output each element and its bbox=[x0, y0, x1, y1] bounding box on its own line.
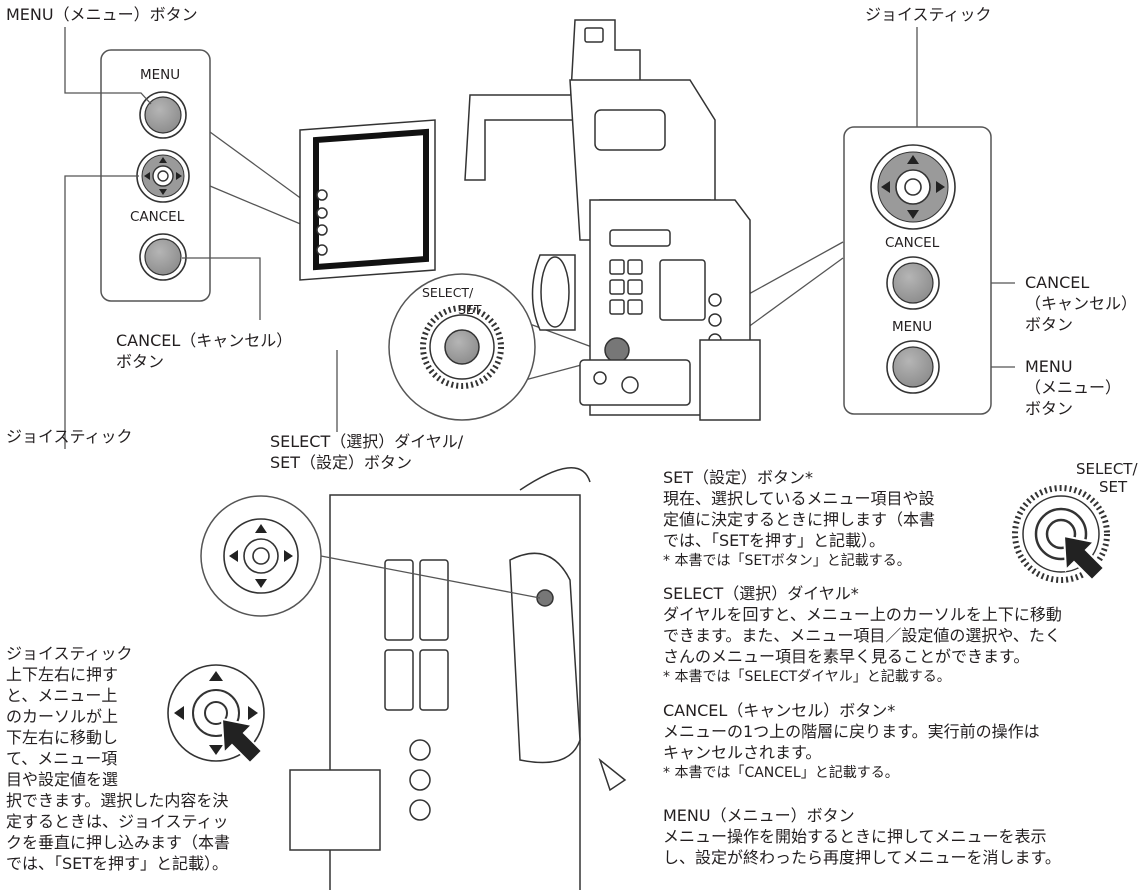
section-select-line: ダイヤルを回すと、メニュー上のカーソルを上下に移動 bbox=[663, 605, 1062, 624]
small-dial-label-2: SET bbox=[1099, 478, 1128, 496]
label-menu-right-3: ボタン bbox=[1025, 399, 1074, 418]
section-set-title: SET（設定）ボタン* bbox=[663, 468, 814, 487]
label-select-set-1: SELECT（選択）ダイヤル/ bbox=[270, 432, 464, 451]
section-select-line: さんのメニュー項目を素早く見ることができます。 bbox=[663, 647, 1030, 666]
section-menu: MENU（メニュー）ボタン メニュー操作を開始するときに押してメニューを表示 し… bbox=[663, 805, 1061, 868]
section-joystick-line: ジョイスティック bbox=[6, 644, 133, 663]
section-joystick: ジョイスティック 上下左右に押す と、メニュー上 のカーソルが上 下左右に移動し… bbox=[6, 643, 230, 874]
label-joystick-left: ジョイスティック bbox=[6, 427, 133, 446]
menu-button-left[interactable] bbox=[139, 91, 187, 139]
section-set-line: では、「SETを押す」と記載）。 bbox=[663, 531, 886, 550]
section-joystick-line: 目や設定値を選 bbox=[6, 770, 119, 789]
section-set-note: * 本書では「SETボタン」と記載する。 bbox=[663, 553, 911, 569]
section-cancel: CANCEL（キャンセル）ボタン* メニューの1つ上の階層に戻ります。実行前の操… bbox=[663, 700, 1040, 784]
panel-left-cancel-label: CANCEL bbox=[130, 209, 185, 225]
label-cancel-right-3: ボタン bbox=[1025, 315, 1074, 334]
joystick-inset bbox=[200, 495, 541, 617]
section-cancel-line: キャンセルされます。 bbox=[663, 743, 822, 762]
dial-label-select: SELECT/ bbox=[422, 285, 474, 300]
select-dial-inset bbox=[388, 273, 536, 421]
left-button-panel bbox=[100, 49, 211, 302]
label-joystick-top: ジョイスティック bbox=[865, 5, 992, 24]
menu-button-right[interactable] bbox=[886, 340, 940, 394]
section-menu-title: MENU（メニュー）ボタン bbox=[663, 806, 855, 825]
label-menu-right-2: （メニュー） bbox=[1025, 378, 1122, 397]
section-joystick-line: て、メニュー項 bbox=[6, 749, 118, 768]
section-joystick-line: 択できます。選択した内容を決 bbox=[6, 791, 229, 810]
label-cancel-left: CANCEL（キャンセル） bbox=[116, 331, 293, 350]
section-joystick-line: と、メニュー上 bbox=[6, 686, 118, 705]
section-set-line: 定値に決定するときに押します（本書 bbox=[663, 510, 936, 529]
dial-label-set: SET bbox=[458, 302, 482, 317]
section-select-title: SELECT（選択）ダイヤル* bbox=[663, 584, 859, 603]
leader-lines bbox=[64, 27, 1015, 449]
joystick-left[interactable] bbox=[136, 149, 190, 203]
label-cancel-right-1: CANCEL bbox=[1025, 273, 1090, 292]
cancel-button-right[interactable] bbox=[886, 256, 940, 310]
camera-illustration bbox=[299, 19, 761, 421]
section-joystick-line: クを垂直に押し込みます（本書 bbox=[6, 833, 231, 852]
select-dial-small bbox=[1012, 485, 1110, 583]
pointer-hand-icon bbox=[220, 717, 264, 765]
panel-right-cancel-label: CANCEL bbox=[885, 235, 940, 251]
section-select-note: * 本書では「SELECTダイヤル」と記載する。 bbox=[663, 669, 951, 685]
section-select-line: できます。また、メニュー項目／設定値の選択や、たく bbox=[663, 626, 1061, 645]
section-set: SET（設定）ボタン* 現在、選択しているメニュー項目や設 定値に決定するときに… bbox=[663, 467, 935, 572]
section-set-line: 現在、選択しているメニュー項目や設 bbox=[663, 489, 935, 508]
label-menu-right-1: MENU bbox=[1025, 357, 1073, 376]
right-button-panel bbox=[843, 126, 992, 415]
section-joystick-line: 下左右に移動し bbox=[6, 728, 119, 747]
section-joystick-line: 定するときは、ジョイスティッ bbox=[6, 812, 229, 831]
section-cancel-title: CANCEL（キャンセル）ボタン* bbox=[663, 701, 896, 720]
label-cancel-left-2: ボタン bbox=[116, 352, 165, 371]
cancel-button-left[interactable] bbox=[139, 233, 187, 281]
section-menu-line: メニュー操作を開始するときに押してメニューを表示 bbox=[663, 827, 1047, 846]
panel-left-menu-label: MENU bbox=[140, 67, 181, 83]
label-select-set-2: SET（設定）ボタン bbox=[270, 453, 413, 472]
section-cancel-line: メニューの1つ上の階層に戻ります。実行前の操作は bbox=[663, 722, 1040, 741]
joystick-push-diagram bbox=[167, 664, 265, 765]
section-menu-line: し、設定が終わったら再度押してメニューを消します。 bbox=[663, 848, 1061, 867]
section-select: SELECT（選択）ダイヤル* ダイヤルを回すと、メニュー上のカーソルを上下に移… bbox=[663, 583, 1062, 688]
label-menu-button: MENU（メニュー）ボタン bbox=[6, 5, 198, 24]
panel-right-menu-label: MENU bbox=[892, 319, 933, 335]
camera-side-illustration bbox=[289, 467, 627, 890]
small-dial-label-1: SELECT/ bbox=[1076, 460, 1138, 478]
section-cancel-note: * 本書では「CANCEL」と記載する。 bbox=[663, 765, 899, 781]
section-joystick-line: では、「SETを押す」と記載）。 bbox=[6, 854, 229, 873]
section-joystick-line: のカーソルが上 bbox=[6, 707, 119, 726]
section-joystick-line: 上下左右に押す bbox=[6, 665, 119, 684]
pointer-hand-icon-2 bbox=[1062, 534, 1106, 582]
joystick-right[interactable] bbox=[870, 144, 956, 230]
label-cancel-right-2: （キャンセル） bbox=[1025, 294, 1138, 313]
